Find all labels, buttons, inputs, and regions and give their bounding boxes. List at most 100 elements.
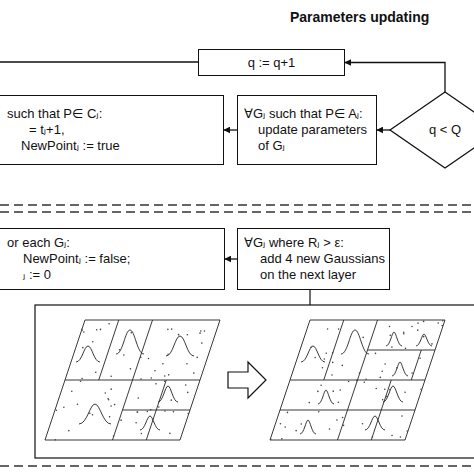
- sample-dot: [375, 353, 377, 355]
- sample-dot: [375, 388, 377, 390]
- sample-dot: [137, 397, 139, 399]
- sample-dot: [317, 391, 319, 393]
- node-text: q < Q: [429, 122, 461, 138]
- sample-dot: [356, 380, 358, 382]
- sample-dot: [164, 375, 166, 377]
- sample-dot: [406, 430, 408, 432]
- sample-dot: [348, 381, 350, 383]
- sample-dot: [420, 388, 422, 390]
- sample-dot: [136, 411, 138, 413]
- sample-dot: [185, 384, 187, 386]
- sample-dot: [171, 399, 173, 401]
- sample-dot: [391, 435, 393, 437]
- sample-dot: [186, 363, 188, 365]
- sample-dot: [284, 426, 286, 428]
- sample-dot: [362, 337, 364, 339]
- sample-dot: [437, 322, 439, 324]
- sample-dot: [329, 428, 331, 430]
- sample-dot: [81, 378, 83, 380]
- gaussian-curve: [301, 346, 325, 362]
- sample-dot: [343, 425, 345, 427]
- sample-dot: [332, 352, 334, 354]
- sample-dot: [150, 409, 152, 411]
- sample-dot: [339, 389, 341, 391]
- node-text: update parameters of Gⱼ: [238, 122, 376, 154]
- sample-dot: [336, 419, 338, 421]
- sample-dot: [56, 409, 58, 411]
- sample-dot: [320, 384, 322, 386]
- sample-dot: [193, 372, 195, 374]
- sample-dot: [441, 325, 443, 327]
- sample-dot: [391, 346, 393, 348]
- node-text: NewPointⱼ := false;: [0, 251, 130, 267]
- sample-dot: [95, 371, 97, 373]
- gaussian-curve: [341, 330, 369, 354]
- grid-line: [99, 320, 119, 380]
- sample-dot: [389, 389, 391, 391]
- gaussian-curve: [300, 420, 316, 434]
- node-text: q := q+1: [248, 55, 296, 71]
- sample-dot: [81, 329, 83, 331]
- sample-dot: [362, 423, 364, 425]
- sample-dot: [187, 413, 189, 415]
- decision-diamond: q < Q: [390, 92, 474, 168]
- sample-dot: [300, 423, 302, 425]
- sample-dot: [104, 392, 106, 394]
- sample-dot: [405, 348, 407, 350]
- sample-dot: [386, 396, 388, 398]
- node-text: ⱼ := 0: [0, 267, 51, 283]
- sample-dot: [417, 322, 419, 324]
- sample-dot: [314, 357, 316, 359]
- sample-dot: [417, 329, 419, 331]
- sample-dot: [342, 365, 344, 367]
- sample-dot: [338, 401, 340, 403]
- gaussian-curve: [116, 330, 144, 354]
- sample-dot: [187, 334, 189, 336]
- sample-dot: [196, 357, 198, 359]
- process-box: ∀Gⱼ such that P∈ Aⱼ:update parameters of…: [237, 95, 377, 165]
- transition-arrow: [228, 362, 266, 398]
- sample-dot: [381, 371, 383, 373]
- sample-dot: [155, 383, 157, 385]
- grid-line: [324, 320, 344, 380]
- sample-dot: [365, 378, 367, 380]
- sample-dot: [423, 321, 425, 323]
- sample-dot: [171, 328, 173, 330]
- sample-dot: [204, 330, 206, 332]
- sample-dot: [96, 329, 98, 331]
- separator-dash: [0, 204, 474, 205]
- grid-line: [65, 380, 200, 381]
- sample-dot: [389, 335, 391, 337]
- sample-dot: [68, 430, 70, 432]
- sample-dot: [384, 388, 386, 390]
- gaussian-grid-illustration: [45, 320, 445, 440]
- gaussian-curve: [365, 416, 385, 430]
- sample-dot: [148, 358, 150, 360]
- process-box: q := q+1: [198, 49, 345, 76]
- sample-dot: [200, 330, 202, 332]
- flow-line: [0, 61, 198, 62]
- node-text: or each Gⱼ:: [0, 235, 70, 251]
- sample-dot: [431, 343, 433, 345]
- grid-line: [280, 410, 348, 411]
- sample-dot: [82, 347, 84, 349]
- grid-line: [348, 410, 416, 411]
- sample-dot: [403, 331, 405, 333]
- process-box: or each Gⱼ:NewPointⱼ := false;ⱼ := 0: [0, 228, 225, 290]
- sample-dot: [404, 391, 406, 393]
- sample-dot: [384, 363, 386, 365]
- sample-dot: [338, 328, 340, 330]
- sample-dot: [130, 368, 132, 370]
- sample-dot: [382, 399, 384, 401]
- sample-dot: [71, 390, 73, 392]
- sample-dot: [167, 329, 169, 331]
- sample-dot: [359, 372, 361, 374]
- sample-dot: [411, 372, 413, 374]
- sample-dot: [147, 411, 149, 413]
- sample-dot: [140, 378, 142, 380]
- gaussian-curve: [76, 346, 100, 362]
- sample-dot: [173, 411, 175, 413]
- sample-dot: [423, 336, 425, 338]
- flow-arrow: [377, 129, 390, 130]
